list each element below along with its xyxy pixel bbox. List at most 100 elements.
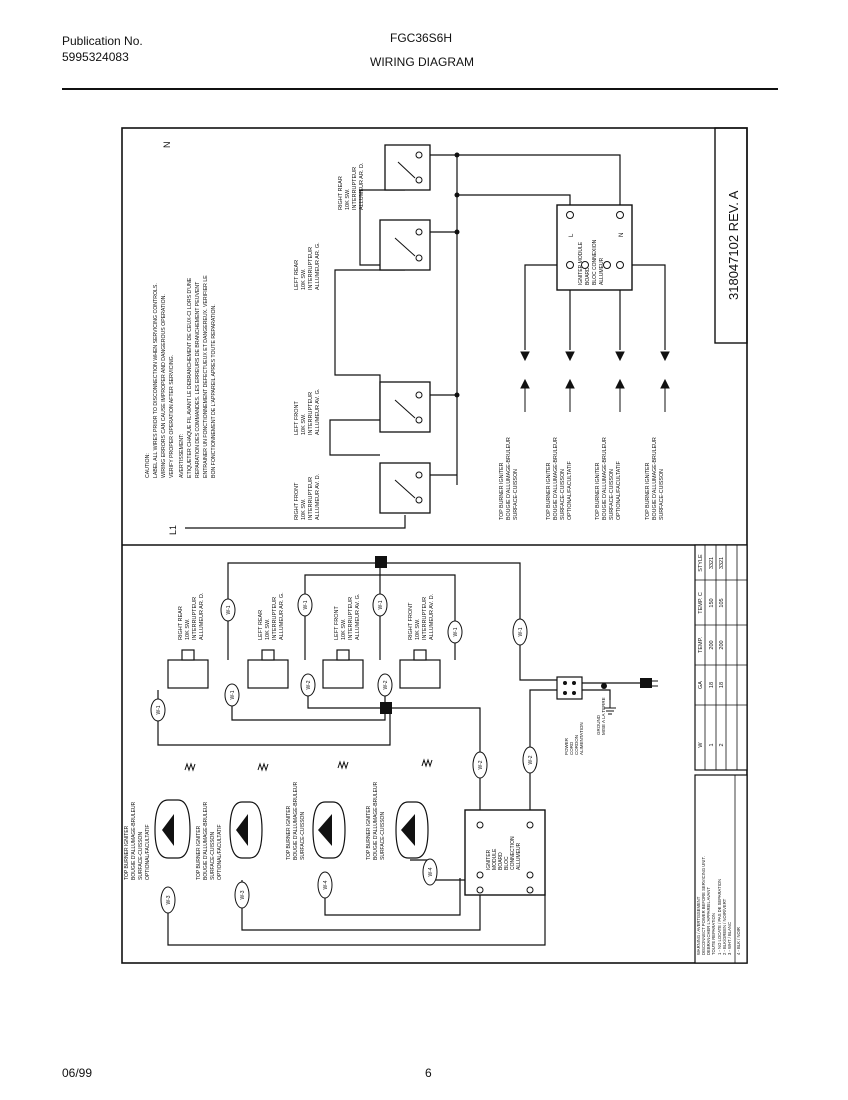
junction (454, 229, 460, 235)
table-cell: 1 (709, 743, 715, 746)
svg-text:MODULE: MODULE (492, 848, 498, 870)
igniter-arrows (520, 351, 670, 412)
wire-tag: W-1 (150, 698, 166, 722)
table-header: TEMP. C (698, 592, 704, 614)
header-rule (62, 88, 778, 90)
page-number: 6 (425, 1066, 432, 1080)
warning-line: TOUTE REPARATION (711, 913, 716, 955)
svg-text:10K SW.: 10K SW. (265, 618, 271, 640)
svg-text:CONNECTION: CONNECTION (510, 836, 516, 870)
caution-line: AVERTISSEMENT: (179, 434, 185, 478)
harness-wire (167, 890, 546, 946)
svg-text:BOUGIE D'ALLUMAGE-BRULEUR: BOUGIE D'ALLUMAGE-BRULEUR (602, 437, 608, 520)
caution-line: CAUTION: (145, 453, 151, 478)
svg-text:10K SW.: 10K SW. (301, 413, 307, 435)
caution-line: WIRING ERRORS CAN CAUSE IMPROPER AND DAN… (161, 294, 167, 478)
warning-line: 4 - BLK / NOIR (736, 927, 741, 955)
ground-label: GROUND MISE A LA TERRE (596, 697, 606, 735)
pictorial-igniter-module: IGNITER MODULE BOARD BLOC CONNECTION ALL… (464, 809, 546, 896)
svg-text:10K SW.: 10K SW. (415, 618, 421, 640)
switch-label: RIGHT REAR 10K SW. INTERRUPTEUR ALLUMEUR… (338, 162, 365, 210)
schematic-switch (379, 219, 431, 271)
switch-label: LEFT REAR 10K SW. INTERRUPTEUR ALLUMEUR … (294, 242, 321, 290)
terminal-l: L (569, 233, 575, 237)
wire-tag: W-1 (220, 598, 236, 622)
warning-line: WARNING / AVERTISSEMENT (696, 896, 701, 955)
svg-text:BOUGIE D'ALLUMAGE-BRULEUR: BOUGIE D'ALLUMAGE-BRULEUR (652, 437, 658, 520)
svg-text:CORDON: CORDON (574, 735, 579, 755)
svg-text:10K SW.: 10K SW. (341, 618, 347, 640)
svg-text:W-3: W-3 (166, 895, 172, 904)
warning-line: 2 - BLK/GREEN / NOIR/VERT (722, 898, 727, 955)
table-cell: 18 (719, 682, 725, 688)
wire-tag: W-2 (300, 673, 316, 697)
wire-tag: W-1 (512, 618, 528, 646)
table-cell: 3321 (709, 557, 715, 569)
svg-text:RIGHT REAR: RIGHT REAR (338, 176, 344, 210)
svg-text:SURFACE-CUISSON: SURFACE-CUISSON (513, 469, 519, 520)
svg-text:BLOC: BLOC (504, 856, 510, 870)
igniter-label: TOP BURNER IGNITER BOUGIE D'ALLUMAGE-BRU… (499, 437, 519, 520)
svg-text:LEFT REAR: LEFT REAR (294, 260, 300, 290)
harness-wire (307, 695, 385, 709)
svg-text:OPTIONAL/FACULTATIF: OPTIONAL/FACULTATIF (567, 460, 573, 520)
caution-text: CAUTION: LABEL ALL WIRES PRIOR TO DISCON… (145, 275, 217, 478)
switch-label: RIGHT FRONT 10K SW. INTERRUPTEUR ALLUMEU… (294, 473, 321, 520)
junction (454, 392, 460, 398)
svg-text:INTERRUPTEUR: INTERRUPTEUR (348, 597, 354, 640)
model-number: FGC36S6H (390, 31, 453, 45)
table-cell: 200 (719, 640, 725, 649)
svg-text:IGNITER MODULE: IGNITER MODULE (578, 241, 584, 285)
table-header: W (698, 742, 704, 748)
svg-text:INTERRUPTEUR: INTERRUPTEUR (422, 597, 428, 640)
svg-text:INTERRUPTEUR: INTERRUPTEUR (192, 597, 198, 640)
module-output (524, 264, 570, 350)
svg-text:MISE A LA TERRE: MISE A LA TERRE (601, 697, 606, 735)
svg-text:BOUGIE D'ALLUMAGE-BRULEUR: BOUGIE D'ALLUMAGE-BRULEUR (131, 801, 137, 880)
pictorial-igniter-label: TOP BURNER IGNITER BOUGIE D'ALLUMAGE-BRU… (366, 781, 386, 860)
connector-block (375, 556, 387, 568)
caution-line: VERIFY PROPER OPERATION AFTER SERVICING. (169, 355, 175, 478)
table-cell: 18 (709, 682, 715, 688)
svg-text:BOUGIE D'ALLUMAGE-BRULEUR: BOUGIE D'ALLUMAGE-BRULEUR (373, 781, 379, 860)
table-cell: 2 (719, 743, 725, 746)
publication-number: 5995324083 (62, 50, 129, 64)
switch-label: LEFT FRONT 10K SW. INTERRUPTEUR ALLUMEUR… (294, 388, 321, 435)
svg-text:OPTIONAL/FACULTATIF: OPTIONAL/FACULTATIF (217, 824, 223, 880)
svg-text:ALLUMEUR AV. G.: ALLUMEUR AV. G. (315, 388, 321, 435)
pictorial: RIGHT REAR 10K SW. INTERRUPTEUR ALLUMEUR… (124, 556, 658, 946)
svg-text:TOP BURNER IGNITER: TOP BURNER IGNITER (595, 462, 601, 520)
igniter-label: TOP BURNER IGNITER BOUGIE D'ALLUMAGE-BRU… (546, 437, 573, 520)
footer-date: 06/99 (62, 1066, 93, 1080)
warning-line: DISCONNECT POWER BEFORE SERVICING UNIT. (701, 856, 706, 955)
caution-line: ETIQUETER CHAQUE FIL AVANT LE DEBRANCHEM… (187, 277, 193, 478)
svg-text:ALLUMEUR AV. D.: ALLUMEUR AV. D. (429, 593, 435, 640)
pictorial-switch (167, 649, 209, 689)
svg-text:GROUND: GROUND (596, 714, 601, 735)
power-cord-label: POWER CORD CORDON ALIMENTATION (564, 722, 584, 755)
svg-text:RIGHT REAR: RIGHT REAR (178, 606, 184, 640)
wire-tag: W-3 (234, 881, 250, 909)
plug-icon (601, 678, 658, 689)
svg-text:ALLUMEUR AR. G.: ALLUMEUR AR. G. (315, 242, 321, 290)
pictorial-switch-label: LEFT FRONT 10K SW. INTERRUPTEUR ALLUMEUR… (334, 593, 361, 640)
svg-text:ALLUMEUR AV. G.: ALLUMEUR AV. G. (355, 593, 361, 640)
svg-text:SURFACE-CUISSON: SURFACE-CUISSON (609, 469, 615, 520)
svg-text:INTERRUPTEUR: INTERRUPTEUR (308, 247, 314, 290)
warning-line: 3 - WHT / BLANC (727, 922, 732, 955)
svg-text:ALLUMEUR: ALLUMEUR (516, 842, 522, 870)
junction (454, 192, 460, 198)
wire-tag: W-1 (447, 620, 463, 644)
pictorial-igniter (395, 758, 433, 859)
svg-text:BOUGIE D'ALLUMAGE-BRULEUR: BOUGIE D'ALLUMAGE-BRULEUR (506, 437, 512, 520)
schematic-switch (379, 381, 431, 433)
svg-text:INTERRUPTEUR: INTERRUPTEUR (308, 392, 314, 435)
junction (454, 152, 460, 158)
svg-text:TOP BURNER IGNITER: TOP BURNER IGNITER (196, 825, 202, 880)
svg-text:W-4: W-4 (323, 880, 329, 889)
svg-text:W-1: W-1 (303, 600, 309, 609)
harness-wire (385, 707, 481, 810)
wire-tags: W-1 W-1 W-1 W-1 W-1 W-1 W-1 W-2 W-2 W-2 … (150, 593, 538, 914)
svg-text:BLOC CONNEXION: BLOC CONNEXION (592, 239, 598, 285)
wire-tag: W-3 (160, 886, 176, 914)
